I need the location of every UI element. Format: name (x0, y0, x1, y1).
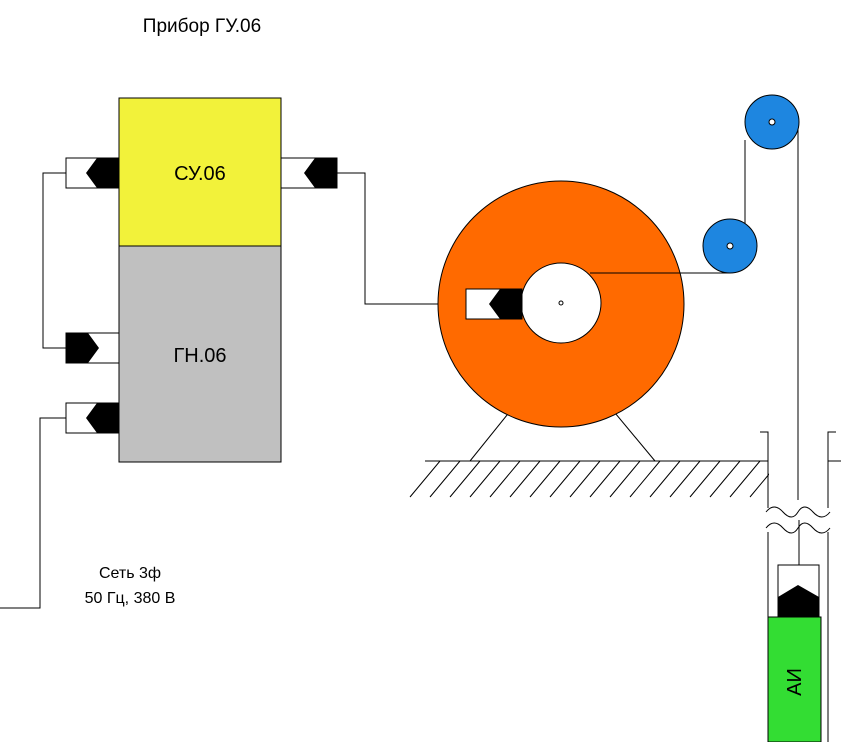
su-label: СУ.06 (174, 163, 226, 185)
pulley-top-axis (768, 118, 776, 126)
su-block (118, 97, 282, 247)
well-break-marks (765, 506, 831, 534)
wire-su-gn (42, 172, 66, 349)
instrument-label: АИ (784, 668, 806, 696)
connector-su-right (280, 157, 338, 189)
power-cable (0, 417, 66, 609)
wire-su-drum (337, 172, 466, 305)
pulley-bottom-axis (726, 242, 734, 250)
drum-axis (558, 300, 564, 306)
connector-instrument (777, 564, 820, 618)
ground-surface (409, 460, 769, 498)
connector-gn-top (65, 332, 120, 364)
gn-block (118, 245, 282, 463)
connector-su-left (65, 157, 120, 189)
gn-label: ГН.06 (173, 345, 226, 367)
instrument-block (767, 616, 822, 742)
power-label-line1: Сеть 3ф (99, 565, 161, 582)
power-label-line2: 50 Гц, 380 В (85, 590, 176, 607)
connector-gn-bottom (65, 402, 120, 434)
connector-drum (465, 288, 523, 320)
diagram-title: Прибор ГУ.06 (143, 16, 261, 37)
